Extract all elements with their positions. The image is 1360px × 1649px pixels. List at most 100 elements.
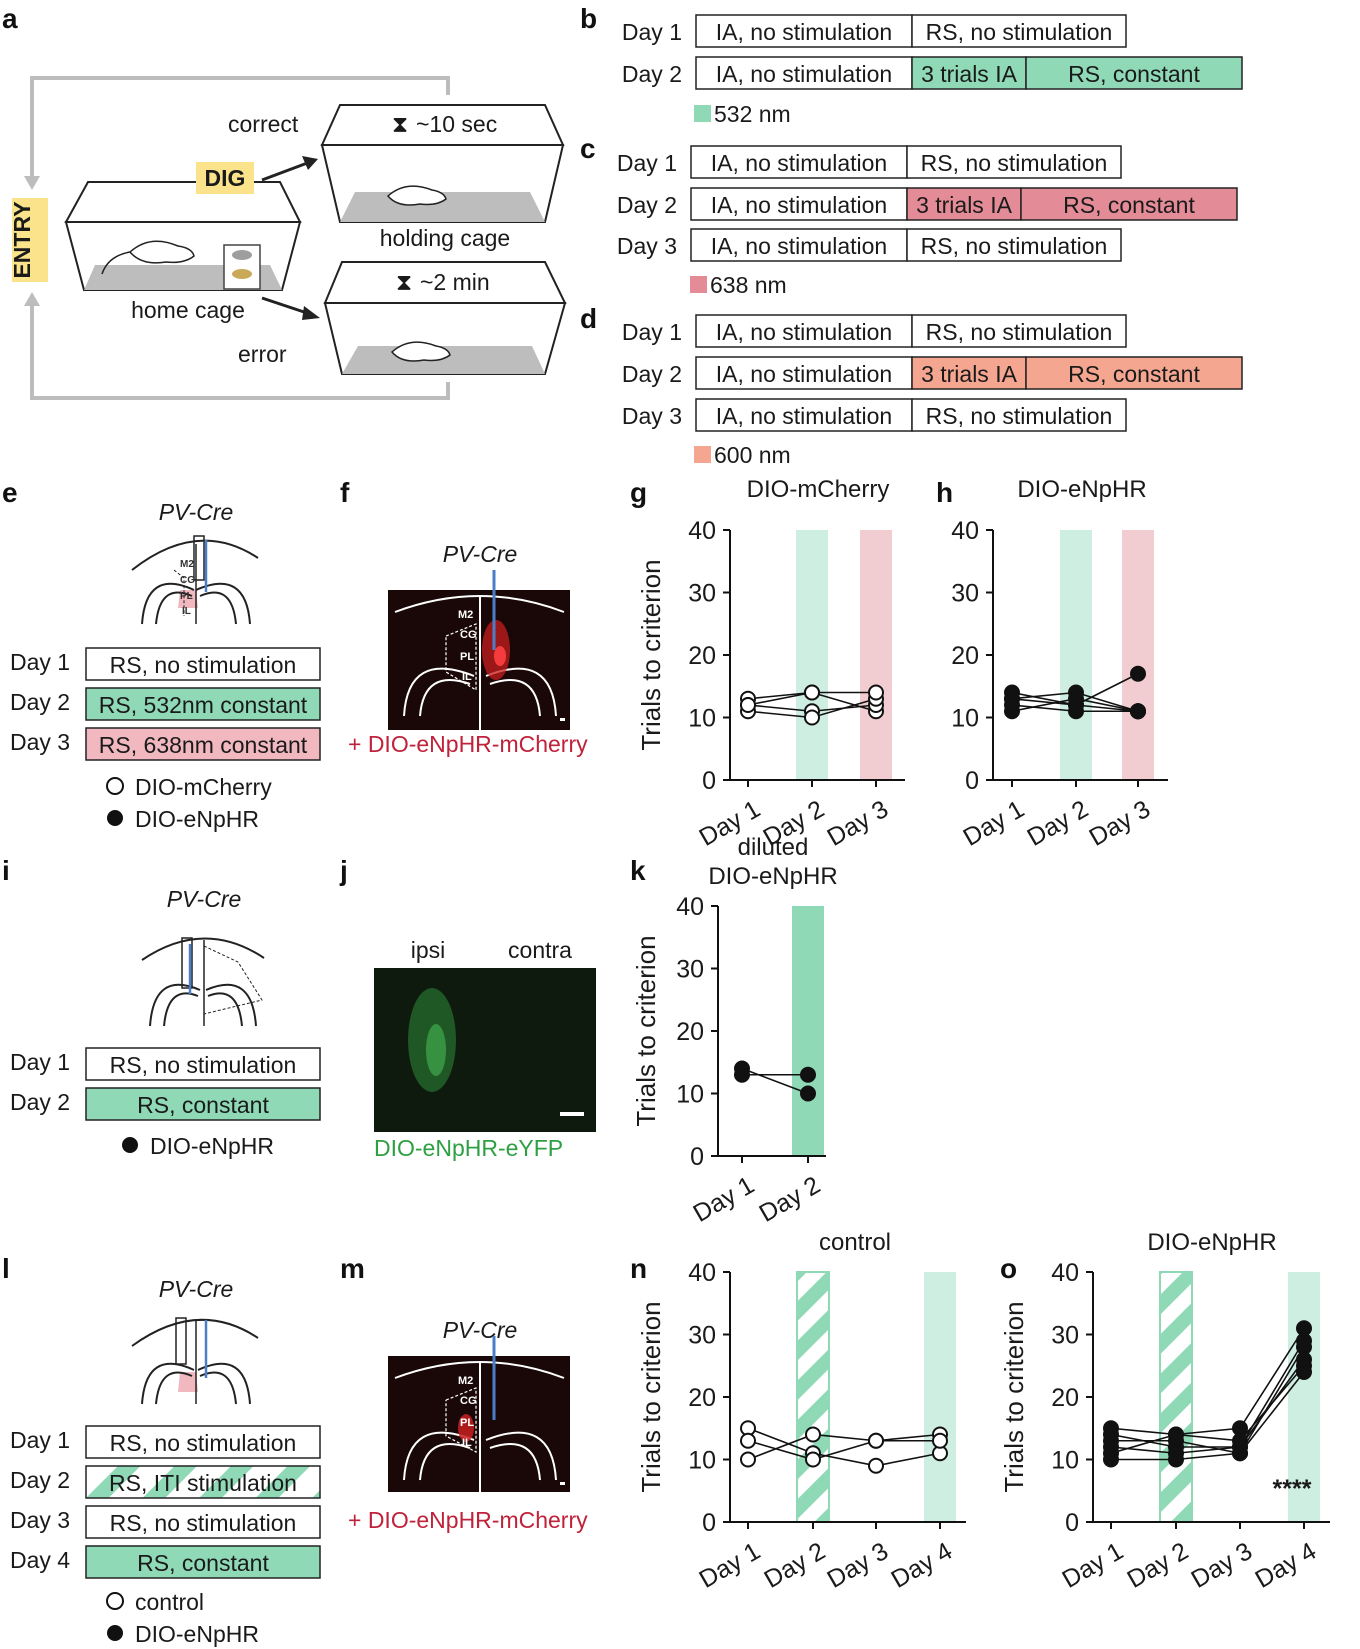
optic-fiber-icon-l xyxy=(175,1317,187,1365)
loop-arrow-bottom xyxy=(30,302,450,400)
l-row-3: RS, no stimulation xyxy=(110,1510,297,1536)
b-day-2: Day 2 xyxy=(622,61,682,87)
chart-title-line-2: DIO-eNpHR xyxy=(708,863,837,890)
e-day-3: Day 3 xyxy=(10,729,70,755)
l-row-2: RS, ITI stimulation xyxy=(109,1470,297,1496)
e-row-1: RS, no stimulation xyxy=(110,652,297,678)
y-tick-label: 40 xyxy=(1051,1259,1079,1287)
i-title: PV-Cre xyxy=(167,886,242,912)
panel-letter-k: k xyxy=(630,855,646,886)
optic-fiber-icon-i xyxy=(181,937,193,989)
panel-letter-d: d xyxy=(580,303,597,334)
data-point xyxy=(734,1066,750,1083)
y-tick-label: 10 xyxy=(688,1447,716,1475)
svg-text:PL: PL xyxy=(180,591,193,602)
y-tick-label: 10 xyxy=(688,705,716,733)
d-d3-seg2: RS, no stimulation xyxy=(926,403,1113,429)
c-day-2: Day 2 xyxy=(617,192,677,218)
y-tick-label: 40 xyxy=(951,517,979,545)
f-brain-outline: M2 CG PL IL xyxy=(394,570,565,730)
series-line-3 xyxy=(747,1433,940,1461)
panel-letter-n: n xyxy=(630,1253,647,1284)
l-legend-open: control xyxy=(135,1589,204,1615)
chart-title: control xyxy=(819,1229,891,1256)
y-tick-label: 10 xyxy=(951,705,979,733)
y-tick-label: 20 xyxy=(676,1018,704,1046)
m-brain-outline: M2 CG PL IL xyxy=(394,1336,565,1492)
series-line-1 xyxy=(1110,1327,1305,1436)
data-point xyxy=(1004,690,1020,707)
y-tick-label: 0 xyxy=(702,1509,716,1537)
y-tick-label: 30 xyxy=(688,580,716,608)
panel-letter-e: e xyxy=(2,477,18,508)
m-caption: + DIO-eNpHR-mCherry xyxy=(348,1507,588,1533)
holding-cage-label: holding cage xyxy=(380,225,510,251)
brain-schematic-i xyxy=(141,937,265,1027)
data-point xyxy=(1232,1445,1248,1462)
significance-annotation: **** xyxy=(1273,1475,1312,1503)
svg-text:M2: M2 xyxy=(458,1375,473,1387)
holding-cage-error xyxy=(323,261,567,375)
d-day-3: Day 3 xyxy=(622,403,682,429)
data-point xyxy=(1068,697,1084,713)
y-tick-label: 40 xyxy=(688,1259,716,1287)
j-fluorescence-image xyxy=(374,968,596,1132)
x-tick-label: Day 2 xyxy=(754,1171,825,1228)
data-point xyxy=(805,1426,821,1443)
panel-letter-f: f xyxy=(340,477,350,508)
data-point xyxy=(800,1066,816,1083)
data-point xyxy=(804,684,820,701)
panel-a: a ENTRY home cage DIG correct error xyxy=(2,3,567,400)
data-point xyxy=(1296,1364,1312,1380)
arrow-error xyxy=(302,306,320,320)
panel-l: l PV-Cre Day 1 RS, no stimulation Day 2 … xyxy=(2,1253,321,1647)
c-d1-seg1: IA, no stimulation xyxy=(711,150,887,176)
legend-open-marker-l xyxy=(106,1592,124,1610)
l-day-4: Day 4 xyxy=(10,1547,70,1573)
d-d2-seg2: 3 trials IA xyxy=(921,361,1018,387)
y-tick-label: 40 xyxy=(676,893,704,921)
y-tick-label: 0 xyxy=(1065,1509,1079,1537)
d-day-2: Day 2 xyxy=(622,361,682,387)
l-row-1: RS, no stimulation xyxy=(110,1430,297,1456)
shaded-band-day-2 xyxy=(796,1271,830,1523)
entry-label: ENTRY xyxy=(9,201,35,278)
f-caption: + DIO-eNpHR-mCherry xyxy=(348,731,588,757)
svg-text:IL: IL xyxy=(462,1437,472,1449)
series-line-5 xyxy=(1110,1365,1305,1455)
x-tick-label: Day 3 xyxy=(1186,1537,1257,1594)
y-tick-label: 20 xyxy=(1051,1384,1079,1412)
y-axis-label: Trials to criterion xyxy=(636,1301,666,1492)
panel-f: f PV-Cre M2 CG PL IL + DIO-eNpHR-mCherry xyxy=(340,477,588,757)
y-tick-label: 30 xyxy=(688,1322,716,1350)
i-legend-filled: DIO-eNpHR xyxy=(150,1133,274,1159)
e-row-2: RS, 532nm constant xyxy=(99,692,308,718)
series-line-1 xyxy=(741,1067,809,1095)
data-point xyxy=(1168,1451,1184,1468)
data-point xyxy=(740,697,756,713)
d-d2-seg1: IA, no stimulation xyxy=(716,361,892,387)
legend-filled-marker-e xyxy=(107,810,123,826)
svg-text:M2: M2 xyxy=(180,559,194,570)
arrow-correct xyxy=(302,156,318,170)
y-tick-label: 0 xyxy=(702,767,716,795)
x-tick-label: Day 3 xyxy=(822,1537,893,1594)
panel-b: b Day 1 IA, no stimulation RS, no stimul… xyxy=(580,3,1243,127)
y-tick-label: 20 xyxy=(688,642,716,670)
legend-filled-marker-i xyxy=(122,1137,138,1153)
x-tick-label: Day 2 xyxy=(1122,1537,1193,1594)
i-day-1: Day 1 xyxy=(10,1049,70,1075)
dig-label: DIG xyxy=(205,165,246,191)
shaded-band-day-2 xyxy=(796,530,828,780)
x-tick-label: Day 1 xyxy=(688,1171,759,1228)
e-row-3: RS, 638nm constant xyxy=(99,732,308,758)
y-tick-label: 10 xyxy=(1051,1447,1079,1475)
b-legend-swatch xyxy=(694,105,711,122)
